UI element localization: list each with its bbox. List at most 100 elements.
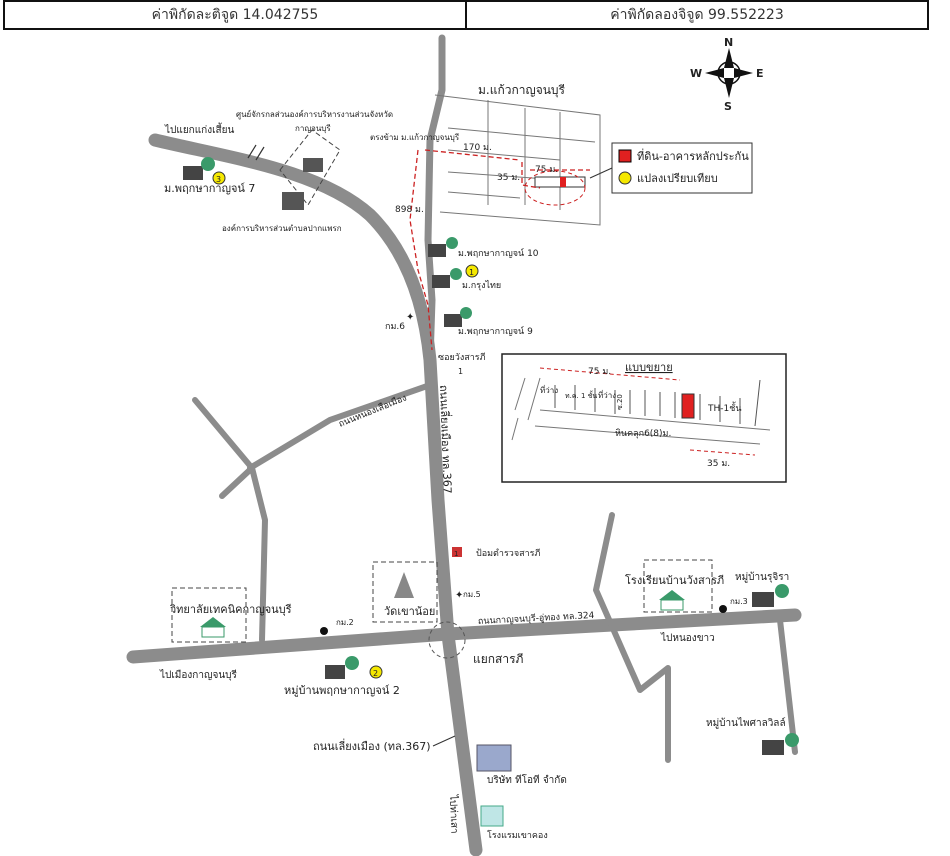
inset-th1: TH-1ชั้น xyxy=(707,401,742,414)
village-pruksa10-icon xyxy=(428,237,458,257)
traffic-center-building-icon xyxy=(303,158,323,172)
inset-empty-1: ที่ว่าง xyxy=(540,384,558,395)
road-highway-324 xyxy=(126,608,802,664)
label-tao-paknam: องค์การบริหารส่วนตำบลปากแพรก xyxy=(222,223,342,233)
compass-s: S xyxy=(724,100,732,113)
label-wat-khao-noi: วัดเขาน้อย xyxy=(384,605,435,618)
route-dashed xyxy=(409,149,590,351)
label-km5: กม.5 xyxy=(463,590,481,599)
college-boundary xyxy=(171,587,247,643)
village-pruksa2-icon xyxy=(325,656,359,679)
label-village-pruksa10: ม.พฤกษากาญจน์ 10 xyxy=(458,247,539,259)
bridge-icon xyxy=(247,144,265,161)
road-nong-siao xyxy=(247,382,433,471)
label-to-kaeng-sian: ไปแยกแก่งเสี้ยน xyxy=(164,122,235,136)
label-village-krungthai: ม.กรุงไทย xyxy=(462,280,501,291)
yaek-sarapi-circle xyxy=(428,621,466,659)
collateral-marker xyxy=(560,177,566,187)
inset-dist-35: 35 ม. xyxy=(707,459,730,469)
label-road-367-vertical: ถนนเลี่ยงเมือง ทล.367 xyxy=(437,385,456,494)
wat-boundary xyxy=(372,561,438,623)
village-rujira-icon xyxy=(752,584,789,607)
marker-1-label: 1 xyxy=(469,268,474,277)
inset-dist-75: 75 ม. xyxy=(588,367,611,377)
label-school-wangsarapi: โรงเรียนบ้านวังสารภี xyxy=(625,573,724,587)
hotel-building-icon xyxy=(480,805,504,827)
tao-building-icon xyxy=(282,192,304,210)
compass-n: N xyxy=(724,36,733,49)
coordinate-bar: ค่าพิกัดละติจูด 14.042755 ค่าพิกัดลองจิจ… xyxy=(3,0,929,30)
inset-townhouse: ท.ค. 1 ชั้น xyxy=(565,389,597,400)
label-soi-wangsarapi: ซอยวังสารภี xyxy=(438,352,486,363)
compass-e: E xyxy=(756,67,764,80)
legend-collateral-label: ที่ดิน-อาคารหลักประกัน xyxy=(637,148,749,163)
label-dist-170: 170 ม. xyxy=(463,143,492,153)
label-hotel-khaokhong: โรงแรมเขาคอง xyxy=(487,830,548,841)
label-yaek-sarapi: แยกสารภี xyxy=(473,652,524,666)
label-km2: กม.2 xyxy=(336,618,354,627)
road-east-2 xyxy=(777,617,798,755)
legend-comparable-label: แปลงเปรียบเทียบ xyxy=(637,172,718,185)
label-village-paisal: หมู่บ้านไพศาลวิลล์ xyxy=(706,717,786,729)
km3-marker-icon xyxy=(719,605,727,613)
road-north-village xyxy=(424,34,446,364)
road-east-1 xyxy=(593,512,671,763)
label-company-tot: บริษัท ทีโอที จำกัด xyxy=(487,773,567,786)
road-network xyxy=(126,34,802,856)
route-shield-label: 1 xyxy=(454,550,458,558)
km6-marker-icon: ✦ xyxy=(406,312,414,323)
label-dist-898: 898 ม. xyxy=(395,205,424,215)
label-college: วิทยาลัยเทคนิคกาญจนบุรี xyxy=(169,603,291,616)
village-pruksa9-icon xyxy=(444,307,472,327)
label-road-367-bottom: ถนนเลี่ยงเมือง (ทล.367) xyxy=(313,738,431,753)
inset-title: แบบขยาย xyxy=(625,361,673,374)
village-paisal-icon xyxy=(762,733,799,755)
label-dist-35: 35 ม. xyxy=(497,173,520,183)
marker-3-label: 3 xyxy=(216,175,221,184)
village-krungthai-icon xyxy=(432,268,462,288)
road-west-diag xyxy=(192,397,255,499)
label-km3: กม.3 xyxy=(730,597,748,606)
road-367-pointer xyxy=(432,735,456,747)
km2-marker-icon xyxy=(320,627,328,635)
compass-icon: N S E W xyxy=(690,36,764,113)
legend-comparable-swatch xyxy=(618,171,632,185)
marker-2-label: 2 xyxy=(373,669,378,678)
label-opp-village: ตรงข้าม ม.แก้วกาญจนบุรี xyxy=(370,133,460,142)
legend-pointer xyxy=(589,167,613,179)
inset-enlarged-view: แบบขยาย 75 ม. 35 ม. ที่ว่าง ที่ว่าง ท.ค.… xyxy=(501,353,787,483)
label-to-kanchanaburi: ไปเมืองกาญจนบุรี xyxy=(159,669,238,681)
inset-empty-2: ที่ว่าง xyxy=(598,389,616,400)
college-icon xyxy=(200,617,226,627)
label-km6: กม.6 xyxy=(385,322,405,332)
route-shield-icon xyxy=(452,547,462,557)
label-police-box: ป้อมตำรวจสารภี xyxy=(476,548,540,559)
road-west-vert xyxy=(249,465,268,643)
collateral-circle xyxy=(524,170,586,206)
company-building-icon xyxy=(476,744,512,772)
comparable-marker-2 xyxy=(369,665,383,679)
inset-collateral xyxy=(681,393,695,419)
comparable-marker-3 xyxy=(212,171,226,185)
latitude-cell: ค่าพิกัดละติจูด 14.042755 xyxy=(151,7,319,23)
inset-road: หินคลุก6(8)ม. xyxy=(615,428,671,439)
label-village-pruksa9: ม.พฤกษากาญจน์ 9 xyxy=(458,325,533,337)
temple-icon xyxy=(394,572,414,598)
village-kaew-grid xyxy=(434,94,601,226)
school-icon xyxy=(659,590,685,600)
label-traffic-center-2: กาญจนบุรี xyxy=(295,124,331,133)
comparable-marker-1 xyxy=(465,264,479,278)
label-village-rujira: หมู่บ้านรุจิรา xyxy=(735,571,789,583)
label-village-kaew: ม.แก้วกาญจนบุรี xyxy=(478,83,566,98)
label-to-nong-khao: ไปหนองขาว xyxy=(660,632,715,644)
label-traffic-center: ศูนย์จักรกลส่วนองค์การบริหารงานส่วนจังหว… xyxy=(236,109,393,120)
legend: ที่ดิน-อาคารหลักประกัน แปลงเปรียบเทียบ xyxy=(611,142,753,194)
legend-collateral-swatch xyxy=(618,149,632,163)
label-dist-75: 75 ม. xyxy=(535,165,558,175)
label-soi-marker: 1 xyxy=(458,367,463,376)
village-pruksa7-icon xyxy=(183,157,215,180)
km5-marker-icon: ✦ xyxy=(455,590,463,601)
label-village-pruksa2: หมู่บ้านพฤกษากาญจน์ 2 xyxy=(284,684,400,697)
road-highway-367 xyxy=(148,133,483,856)
